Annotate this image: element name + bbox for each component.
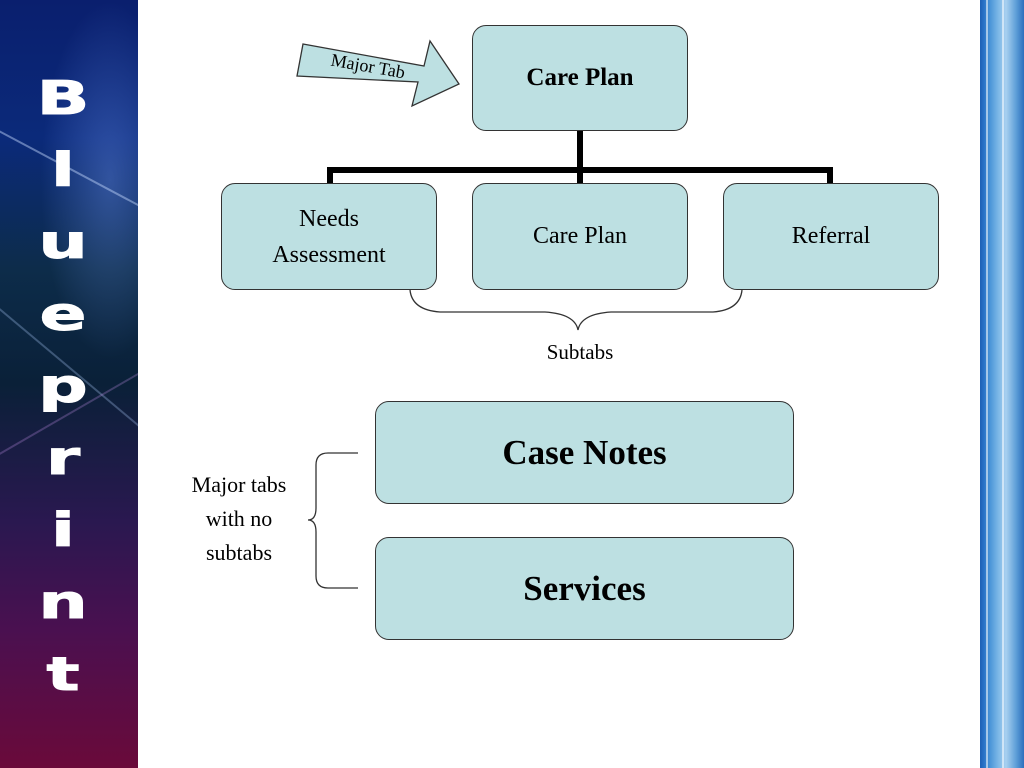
org-connector xyxy=(327,131,833,184)
subtab-label: Care Plan xyxy=(533,223,627,249)
vertical-title: B l u e p r i n t xyxy=(0,62,126,710)
subtab-label: Referral xyxy=(791,223,871,249)
right-decorative-strip xyxy=(976,0,1024,768)
title-letter: e xyxy=(39,287,87,342)
title-letter: r xyxy=(45,431,81,486)
major-tab-arrow xyxy=(296,39,460,108)
root-node-label: Care Plan xyxy=(526,64,634,91)
major-tab-label-text: Case Notes xyxy=(502,432,667,472)
title-letter: p xyxy=(38,359,89,414)
subtabs-caption-text: Subtabs xyxy=(546,340,614,364)
title-letter: i xyxy=(50,503,75,558)
title-letter: l xyxy=(50,143,75,198)
strip-line xyxy=(986,0,988,768)
title-letter: t xyxy=(46,647,81,702)
major-tab-case-notes: Case Notes xyxy=(375,401,794,504)
major-tab-label-text: Services xyxy=(523,568,646,608)
panel-glow xyxy=(40,0,138,360)
left-decorative-panel: B l u e p r i n t xyxy=(0,0,138,768)
no-subtabs-caption-text: Major tabs with no subtabs xyxy=(191,472,287,565)
major-tab-services: Services xyxy=(375,537,794,640)
no-subtabs-caption: Major tabs with no subtabs xyxy=(170,468,308,570)
strip-line xyxy=(1002,0,1004,768)
subtabs-brace xyxy=(409,289,743,331)
title-letter: n xyxy=(38,575,89,630)
subtab-needs-assessment: Needs Assessment xyxy=(221,183,437,290)
subtab-care-plan: Care Plan xyxy=(472,183,688,290)
subtab-referral: Referral xyxy=(723,183,939,290)
title-letter: u xyxy=(38,215,89,270)
no-subtabs-brace xyxy=(307,452,358,589)
root-node-care-plan: Care Plan xyxy=(472,25,688,131)
title-letter: B xyxy=(36,71,90,126)
subtab-label: Needs Assessment xyxy=(272,205,386,268)
subtabs-caption: Subtabs xyxy=(520,340,640,365)
